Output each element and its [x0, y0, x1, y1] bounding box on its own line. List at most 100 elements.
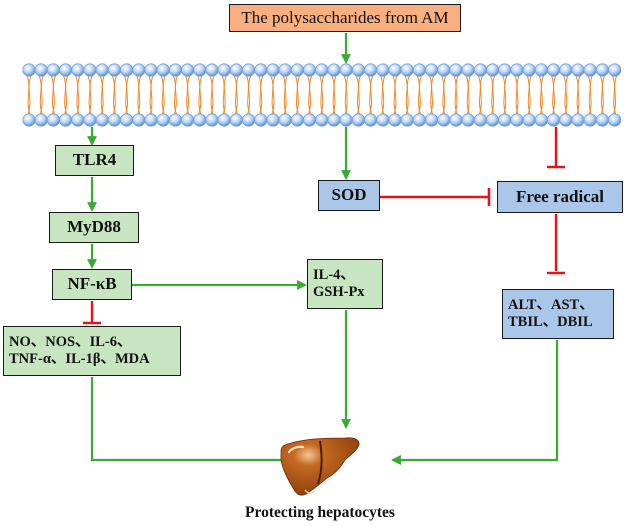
lipid-tail	[271, 75, 276, 115]
lipid-head	[132, 113, 146, 127]
lipid-tail	[552, 75, 557, 115]
lipid-head	[315, 113, 329, 127]
lipid-head	[534, 63, 549, 77]
lipid-head	[327, 63, 341, 77]
lipid-head	[266, 113, 280, 127]
lipid-tail	[600, 75, 605, 115]
lipid-head	[449, 113, 463, 127]
lipid-tail	[588, 75, 593, 115]
lipid-head	[193, 63, 207, 77]
lipid-head	[327, 113, 341, 127]
lipid-head	[107, 113, 122, 127]
arrow-markers-to-liver	[90, 377, 298, 465]
lipid-head	[424, 113, 439, 127]
lipid-tail	[186, 75, 191, 115]
lipid-tail	[259, 75, 264, 115]
lipid-head	[473, 63, 487, 77]
lipid-head	[181, 113, 195, 127]
lipid-head	[266, 63, 280, 77]
lipid-head	[388, 113, 402, 127]
lipid-tail	[491, 75, 496, 115]
inflammatory-markers-line2: TNF-α、IL-1β、MDA	[9, 351, 150, 367]
inhibit-nfkb-to-markers	[83, 301, 101, 325]
lipid-head	[315, 63, 329, 77]
lipid-tail	[198, 75, 203, 115]
inhibit-free-radical-to-enzymes	[547, 214, 565, 275]
lipid-head	[242, 113, 256, 127]
lipid-tail	[478, 75, 483, 115]
lipid-tail	[393, 75, 398, 115]
lipid-head	[522, 113, 536, 127]
lipid-head	[376, 63, 390, 77]
lipid-tail	[125, 75, 130, 115]
myd88-box: MyD88	[49, 212, 139, 243]
lipid-head	[71, 113, 85, 127]
lipid-head	[107, 63, 122, 77]
lipid-tail	[283, 75, 288, 115]
free-radical-box: Free radical	[497, 181, 623, 213]
myd88-label: MyD88	[67, 217, 121, 237]
tlr4-label: TLR4	[72, 150, 117, 170]
lipid-tail	[405, 75, 410, 115]
lipid-head	[120, 113, 134, 127]
liver-enzymes-line1: ALT、AST、	[508, 296, 594, 313]
lipid-tail	[149, 75, 154, 115]
lipid-head	[559, 113, 573, 127]
lipid-head	[339, 113, 353, 127]
lipid-tail	[564, 75, 569, 115]
lipid-head	[120, 63, 134, 77]
lipid-head	[217, 63, 231, 77]
lipid-tail	[39, 75, 44, 115]
lipid-tail	[381, 75, 386, 115]
lipid-head	[437, 63, 451, 77]
lipid-head	[583, 113, 597, 127]
lipid-head	[156, 113, 170, 127]
lipid-tail	[222, 75, 227, 115]
lipid-head	[254, 113, 268, 127]
lipid-head	[83, 63, 97, 77]
arrow-enzymes-to-liver	[391, 340, 559, 465]
lipid-tail	[442, 75, 447, 115]
lipid-head	[498, 63, 512, 77]
lipid-head	[290, 113, 304, 127]
lipid-head	[485, 63, 500, 77]
lipid-head	[473, 113, 487, 127]
lipid-tail	[320, 75, 325, 115]
lipid-head	[412, 63, 426, 77]
lipid-head	[181, 63, 195, 77]
lipid-head	[583, 63, 597, 77]
lipid-tail	[295, 75, 300, 115]
lipid-head	[510, 63, 524, 77]
lipid-head	[229, 113, 243, 127]
lipid-head	[34, 113, 48, 127]
liver-enzymes-line2: TBIL、DBIL	[508, 314, 593, 330]
lipid-head	[58, 63, 73, 77]
lipid-head	[302, 113, 317, 127]
lipid-head	[95, 63, 109, 77]
lipid-tail	[515, 75, 520, 115]
lipid-head	[168, 113, 182, 127]
lipid-head	[571, 63, 585, 77]
lipid-tail	[356, 75, 361, 115]
lipid-tail	[27, 75, 32, 115]
lipid-tail	[527, 75, 532, 115]
lipid-head	[144, 113, 158, 127]
lipid-tail	[88, 75, 93, 115]
edges	[83, 33, 565, 465]
liver-icon	[280, 437, 360, 496]
lipid-head	[510, 113, 524, 127]
lipid-head	[449, 63, 463, 77]
lipid-tail	[308, 75, 313, 115]
lipid-head	[412, 113, 426, 127]
lipid-head	[302, 63, 317, 77]
cell-membrane	[22, 63, 622, 127]
lipid-tail	[76, 75, 81, 115]
lipid-head	[132, 63, 146, 77]
lipid-tail	[234, 75, 239, 115]
lipid-head	[363, 63, 378, 77]
lipid-head	[388, 63, 402, 77]
lipid-head	[58, 113, 73, 127]
lipid-head	[193, 113, 207, 127]
